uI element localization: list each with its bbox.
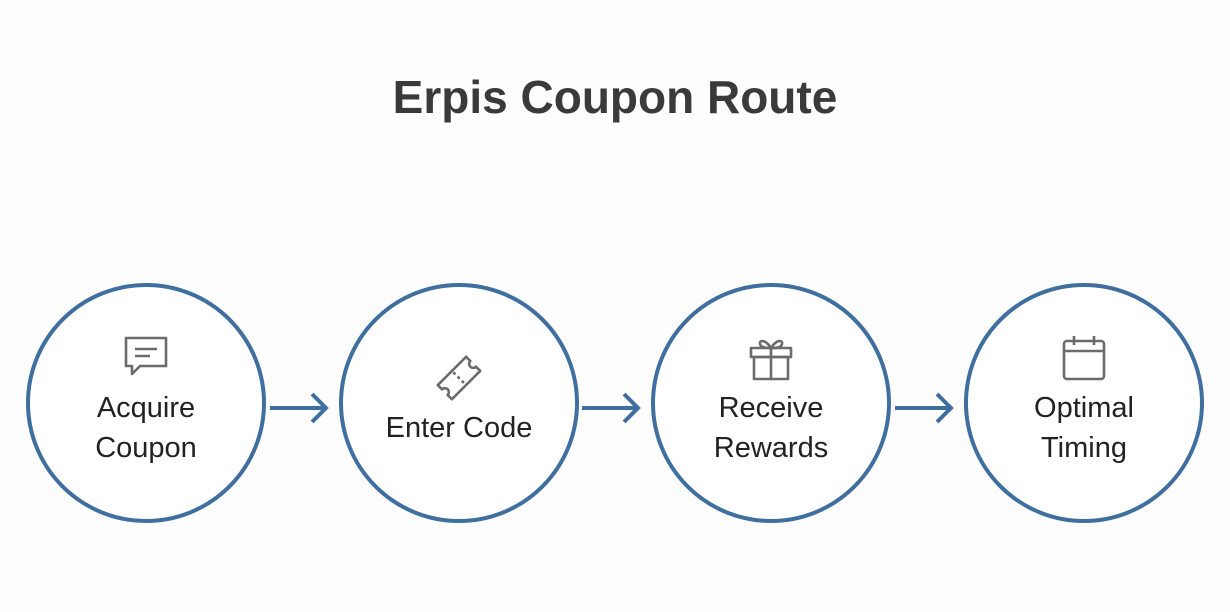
arrow-icon (895, 392, 954, 424)
step-label: Coupon (95, 432, 197, 464)
step-label: Acquire (96, 392, 196, 424)
step-enter-code: Enter Code (339, 283, 579, 523)
calendar-icon (1062, 336, 1106, 381)
step-label: Receive (718, 392, 824, 424)
step-label: Enter Code (385, 412, 533, 444)
step-receive-rewards: Receive Rewards (651, 283, 891, 523)
step-acquire-coupon: Acquire Coupon (26, 283, 266, 523)
arrow-icon (270, 392, 329, 424)
diagram-title: Erpis Coupon Route (392, 71, 838, 123)
step-label: Rewards (713, 432, 829, 464)
step-optimal-timing: Optimal Timing (964, 283, 1204, 523)
step-label: Optimal (1034, 392, 1134, 424)
gift-icon (749, 339, 793, 381)
step-label: Timing (1041, 432, 1127, 464)
arrow-icon (582, 392, 641, 424)
chat-message-icon (124, 336, 168, 376)
ticket-icon (436, 355, 482, 401)
